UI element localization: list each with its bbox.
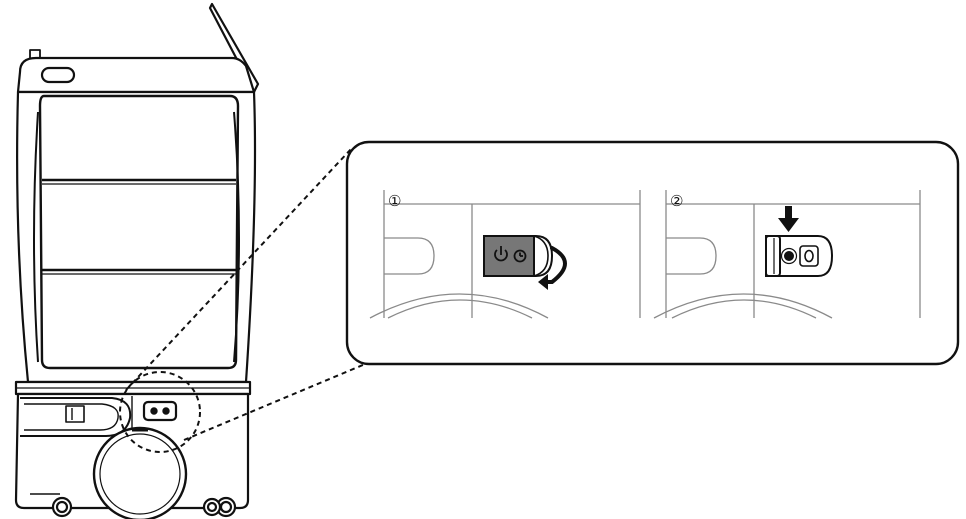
robot-power-switch — [142, 400, 178, 422]
robot-top-button — [40, 66, 76, 84]
robot-drive-wheel — [92, 426, 188, 519]
step-2-marker: ② — [670, 192, 683, 210]
robot-tray-cavity — [38, 94, 240, 370]
clock-icon — [513, 249, 527, 263]
delivery-robot — [14, 2, 260, 519]
pressed-power-button — [784, 251, 794, 261]
power-icon — [494, 246, 508, 262]
rotate-arrow-icon — [538, 246, 567, 290]
step-1-panel — [369, 190, 641, 319]
zoom-leader-upper — [125, 147, 353, 391]
detail-callout-panel — [345, 140, 960, 366]
step-2-switch — [765, 235, 834, 277]
off-indicator — [799, 245, 819, 267]
robot-top-cap — [16, 56, 256, 94]
zoom-focus-circle — [119, 371, 201, 453]
robot-caster-left — [51, 496, 73, 518]
robot-handle — [65, 405, 85, 423]
step-1-switch — [483, 235, 554, 277]
step-2-panel — [653, 190, 921, 319]
zoom-leader-lower — [183, 361, 371, 441]
step-1-marker: ① — [388, 192, 401, 210]
robot-body-shell — [16, 90, 257, 384]
down-arrow-icon — [778, 206, 799, 232]
